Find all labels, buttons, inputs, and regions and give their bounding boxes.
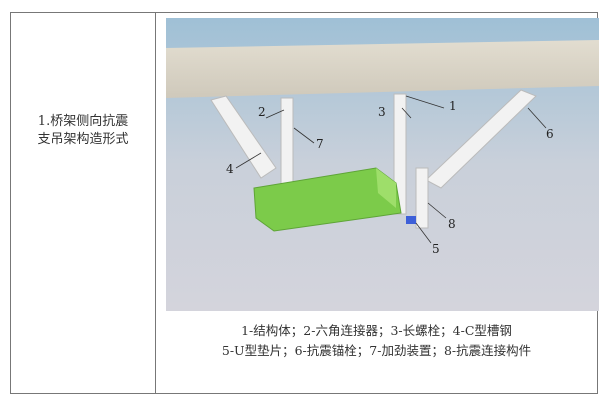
support-hanger-illustration: 1 2 3 4 5 6 7 8 (166, 18, 599, 311)
label-2: 2 (258, 105, 266, 119)
caption-line2: 5-U型垫片；6-抗震锚栓；7-加劲装置；8-抗震连接构件 (221, 343, 532, 358)
u-washer (406, 216, 416, 224)
label-3: 3 (378, 105, 386, 119)
label-4: 4 (226, 162, 234, 176)
row-title-line1: 1.桥架侧向抗震 (37, 114, 129, 129)
row-title-line2: 支吊架构造形式 (37, 132, 129, 147)
row-title: 1.桥架侧向抗震 支吊架构造形式 (11, 113, 155, 149)
column-divider (155, 13, 156, 393)
label-7: 7 (316, 137, 324, 151)
figure-caption: 1-结构体；2-六角连接器；3-长螺栓；4-C型槽钢 5-U型垫片；6-抗震锚栓… (156, 321, 597, 361)
label-6: 6 (546, 127, 554, 141)
leader-lines (235, 95, 547, 244)
label-1: 1 (449, 99, 457, 113)
structural-slab (166, 40, 599, 98)
caption-line1: 1-结构体；2-六角连接器；3-长螺栓；4-C型槽钢 (241, 323, 512, 338)
label-5: 5 (432, 242, 440, 256)
brackets (210, 89, 537, 229)
label-8: 8 (448, 217, 456, 231)
document-table: 1.桥架侧向抗震 支吊架构造形式 1 2 3 4 5 6 7 8 1-结构体；2… (10, 12, 599, 394)
